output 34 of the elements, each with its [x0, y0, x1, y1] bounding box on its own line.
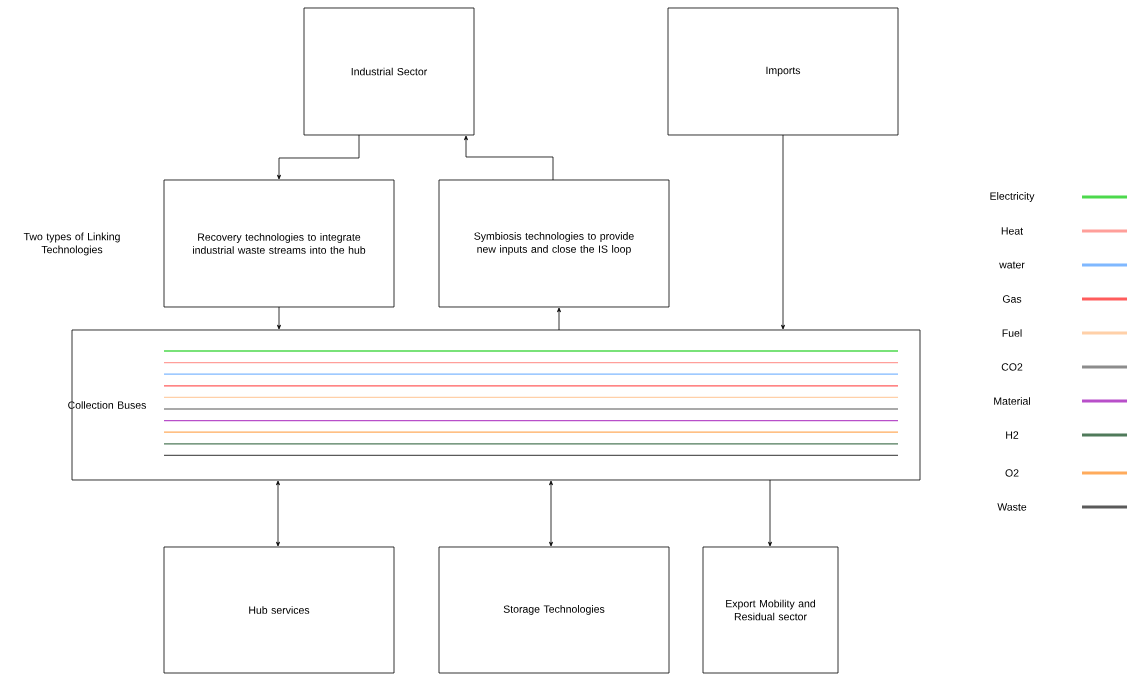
- box-label: Imports: [766, 66, 801, 77]
- legend-label: water: [999, 261, 1025, 269]
- legend-label: Heat: [1001, 227, 1023, 235]
- box-label: Storage Technologies: [503, 605, 605, 615]
- arrow: [276, 480, 280, 547]
- legend-label: Material: [994, 397, 1030, 405]
- box-label: Industrial Sector: [351, 67, 428, 76]
- legend-label: CO2: [1001, 363, 1023, 371]
- process-box: [702, 546, 839, 674]
- process-box: [303, 7, 475, 136]
- process-box: [667, 7, 899, 136]
- arrow: [768, 479, 772, 547]
- box-label: Export Mobility and Residual sector: [726, 599, 816, 621]
- box-label: Recovery technologies to integrate industrial waste streams into the hub: [193, 233, 366, 254]
- box-label: Collection Buses: [68, 401, 146, 409]
- box-label: Symbiosis technologies to provide new inputs and close the IS loop: [474, 232, 634, 255]
- legend-label: Gas: [1002, 295, 1022, 303]
- box-label: Hub services: [249, 606, 310, 614]
- legend-label: Electricity: [990, 192, 1035, 202]
- arrow: [549, 480, 553, 547]
- side-note: Two types of Linking Technologies: [23, 232, 120, 256]
- arrow: [277, 306, 281, 330]
- process-box: [163, 546, 395, 674]
- process-box: [163, 179, 395, 308]
- legend-label: Waste: [997, 503, 1027, 511]
- legend-label: Fuel: [1002, 329, 1022, 337]
- legend-label: O2: [1005, 469, 1019, 477]
- arrow: [557, 307, 561, 331]
- arrow: [781, 134, 785, 330]
- process-box: [438, 546, 670, 674]
- legend-label: H2: [1006, 431, 1019, 439]
- arrow: [464, 135, 554, 181]
- process-box: [438, 179, 670, 308]
- arrow: [277, 134, 360, 180]
